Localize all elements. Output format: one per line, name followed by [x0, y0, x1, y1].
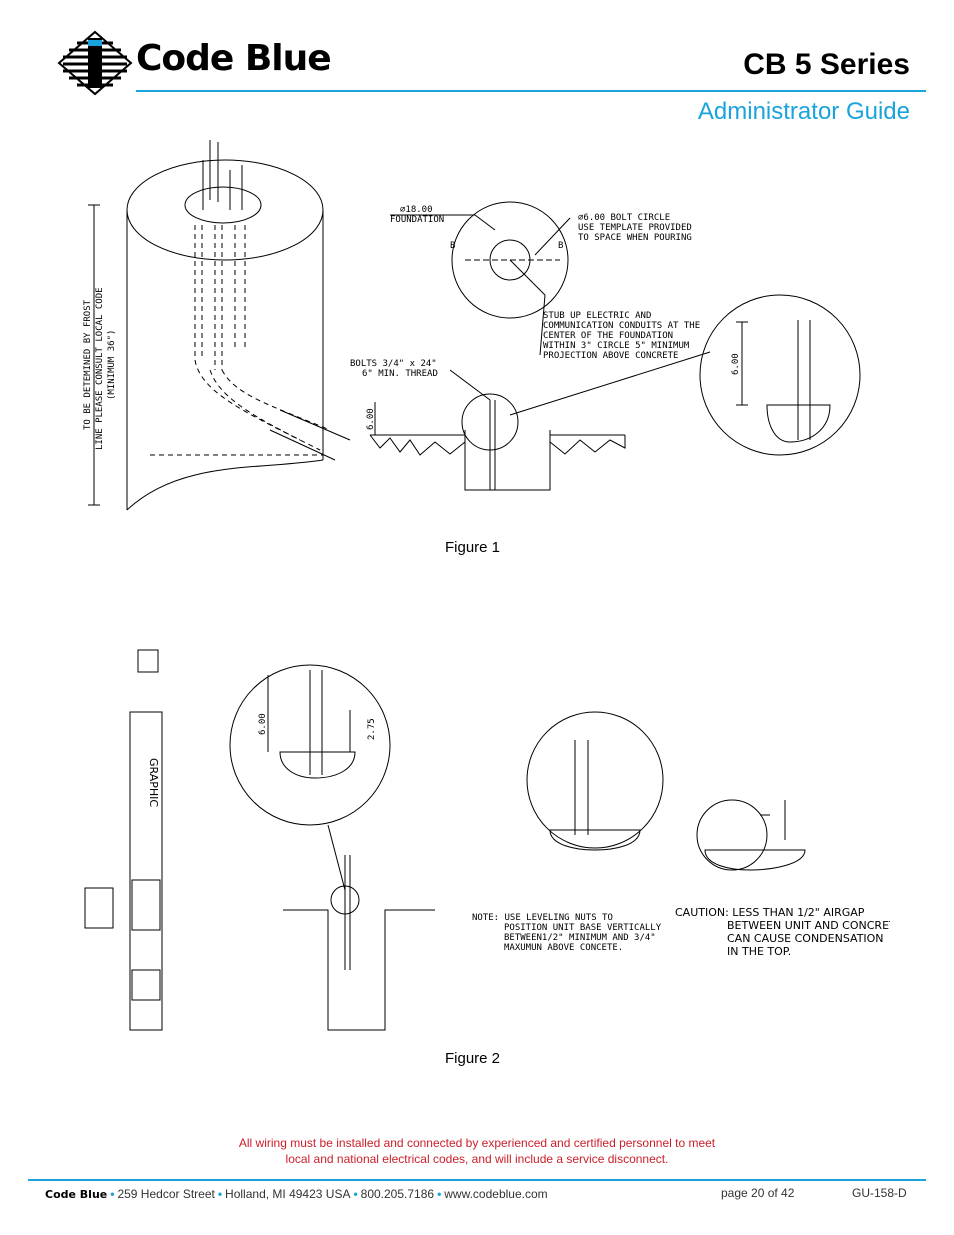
stub-up-label-3: CENTER OF THE FOUNDATION: [543, 331, 673, 341]
graphic-label: GRAPHIC: [147, 758, 160, 807]
footer-contact: Code Blue•259 Hedcor Street•Holland, MI …: [45, 1187, 548, 1201]
stub-up-label-5: PROJECTION ABOVE CONCRETE: [543, 351, 678, 361]
section-b-left: B: [450, 241, 455, 251]
code-blue-logo-icon: [57, 30, 133, 96]
figure-2-installation-drawing: GRAPHIC 6.00 2.75 NOTE: USE LEVELING NUT…: [84, 649, 890, 1031]
caution-line-4: IN THE TOP.: [727, 945, 791, 958]
bolts-label-1: BOLTS 3/4" x 24": [350, 359, 437, 369]
stub-up-label-4: WITHIN 3" CIRCLE 5" MINIMUM: [543, 341, 690, 351]
figure-1-caption: Figure 1: [445, 539, 501, 556]
wiring-notice-line-1: All wiring must be installed and connect…: [238, 1136, 716, 1150]
template-label-1: USE TEMPLATE PROVIDED: [578, 223, 692, 233]
wiring-notice: All wiring must be installed and connect…: [0, 1135, 954, 1167]
foundation-dimension: ∅18.00: [400, 205, 433, 215]
dimension-6-left: 6.00: [366, 408, 376, 430]
footer-divider: [28, 1179, 926, 1181]
footer-address: 259 Hedcor Street: [117, 1187, 215, 1201]
note-line-2: POSITION UNIT BASE VERTICALLY: [504, 923, 662, 933]
template-label-2: TO SPACE WHEN POURING: [578, 233, 692, 243]
wiring-notice-line-2: local and national electrical codes, and…: [285, 1152, 669, 1166]
header-divider: [136, 90, 926, 92]
frost-line-label-2: LINE PLEASE CONSULT LOCAL CODE: [95, 287, 105, 450]
page-number: page 20 of 42: [721, 1186, 795, 1200]
bolt-circle-label: ∅6.00 BOLT CIRCLE: [578, 213, 670, 223]
frost-line-label-3: (MINIMUM 36"): [107, 330, 117, 400]
figure-1-foundation-drawing: TO BE DETEMINED BY FROST LINE PLEASE CON…: [83, 140, 861, 511]
section-b-right: B: [558, 241, 563, 251]
footer-brand: Code Blue: [45, 1188, 108, 1201]
document-id: GU-158-D: [852, 1186, 907, 1200]
frost-line-label-1: TO BE DETEMINED BY FROST: [83, 299, 93, 430]
document-subtitle: Administrator Guide: [697, 98, 910, 125]
dimension-2-75: 2.75: [367, 718, 377, 740]
caution-line-1: CAUTION: LESS THAN 1/2" AIRGAP: [675, 906, 865, 919]
dimension-6-right: 6.00: [731, 353, 741, 375]
footer-website-link[interactable]: www.codeblue.com: [444, 1187, 548, 1201]
caution-line-2: BETWEEN UNIT AND CONCRETE: [727, 919, 890, 932]
note-line-4: MAXUMUN ABOVE CONCETE.: [504, 943, 623, 953]
dimension-6: 6.00: [258, 713, 268, 735]
footer-city: Holland, MI 49423 USA: [225, 1187, 351, 1201]
brand-name: Code Blue: [136, 38, 332, 79]
stub-up-label-2: COMMUNICATION CONDUITS AT THE: [543, 321, 700, 331]
figure-2-caption: Figure 2: [445, 1050, 501, 1067]
caution-line-3: CAN CAUSE CONDENSATION: [727, 932, 884, 945]
stub-up-label-1: STUB UP ELECTRIC AND: [543, 311, 651, 321]
bolts-label-2: 6" MIN. THREAD: [362, 369, 438, 379]
foundation-label: FOUNDATION: [390, 215, 444, 225]
footer-phone: 800.205.7186: [360, 1187, 435, 1201]
product-series-title: CB 5 Series: [743, 48, 910, 81]
note-line-1: NOTE: USE LEVELING NUTS TO: [472, 913, 613, 923]
note-line-3: BETWEEN1/2" MINIMUM AND 3/4": [504, 933, 656, 943]
